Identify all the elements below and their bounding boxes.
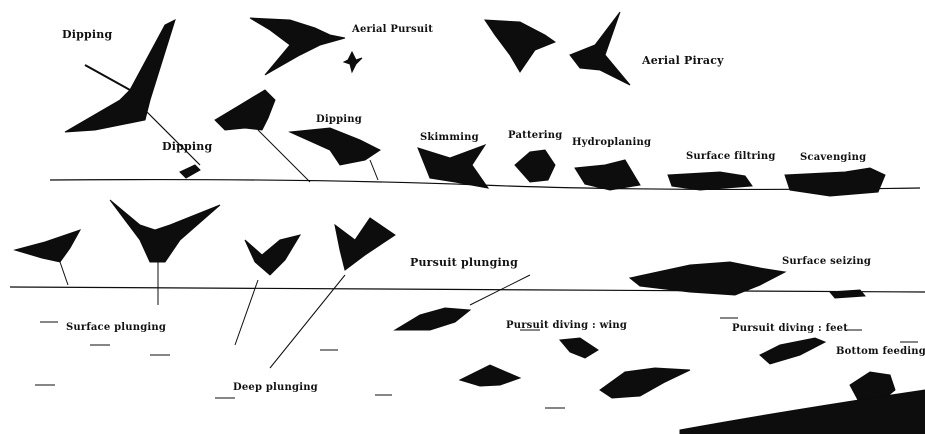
aerial-piracy-birds-silhouette	[485, 12, 630, 85]
filter-feeder-silhouette	[668, 172, 752, 190]
label-pursuit-plunging: Pursuit plunging	[410, 256, 518, 269]
label-surface-filtering: Surface filtring	[686, 151, 776, 162]
sea-floor	[680, 390, 925, 434]
label-surface-seizing: Surface seizing	[782, 256, 871, 267]
scavenger-silhouette	[785, 168, 885, 196]
surface-plunging-birds-silhouette	[15, 200, 220, 305]
label-deep-plunging: Deep plunging	[233, 382, 318, 393]
surface-seizing-small-bird	[830, 290, 865, 298]
label-dipping-left: Dipping	[162, 140, 212, 153]
wing-diving-bird-silhouette-2	[460, 365, 520, 386]
label-scavenging: Scavenging	[800, 152, 866, 163]
dipping-bird-silhouette	[180, 90, 310, 182]
label-bottom-feeding: Bottom feeding	[836, 346, 925, 357]
storm-petrel-silhouette	[515, 150, 555, 182]
label-skimming: Skimming	[420, 132, 479, 143]
foot-diving-bird-silhouette	[760, 338, 825, 364]
aerial-pursuit-bird-silhouette	[250, 18, 362, 75]
label-aerial-pursuit: Aerial Pursuit	[352, 24, 433, 35]
label-dipping-mid: Dipping	[316, 114, 362, 125]
label-pattering: Pattering	[508, 130, 562, 141]
wing-diving-bird-silhouette-1	[560, 338, 598, 358]
label-aerial-piracy: Aerial Piracy	[642, 54, 724, 67]
lower-water-line	[10, 287, 925, 292]
dipping-gull-silhouette	[290, 128, 380, 180]
diving-bird-underwater-silhouette	[600, 368, 690, 398]
label-surface-plunging: Surface plunging	[66, 322, 166, 333]
label-dipping-top: Dipping	[62, 28, 112, 41]
hydroplaning-bird-silhouette	[575, 160, 640, 190]
label-pursuit-diving-feet: Pursuit diving : feet	[732, 323, 848, 334]
label-hydroplaning: Hydroplaning	[572, 137, 651, 148]
label-pursuit-diving-wing: Pursuit diving : wing	[506, 320, 627, 331]
deep-plunging-birds-silhouette	[235, 218, 395, 368]
skimmer-silhouette	[418, 145, 488, 188]
